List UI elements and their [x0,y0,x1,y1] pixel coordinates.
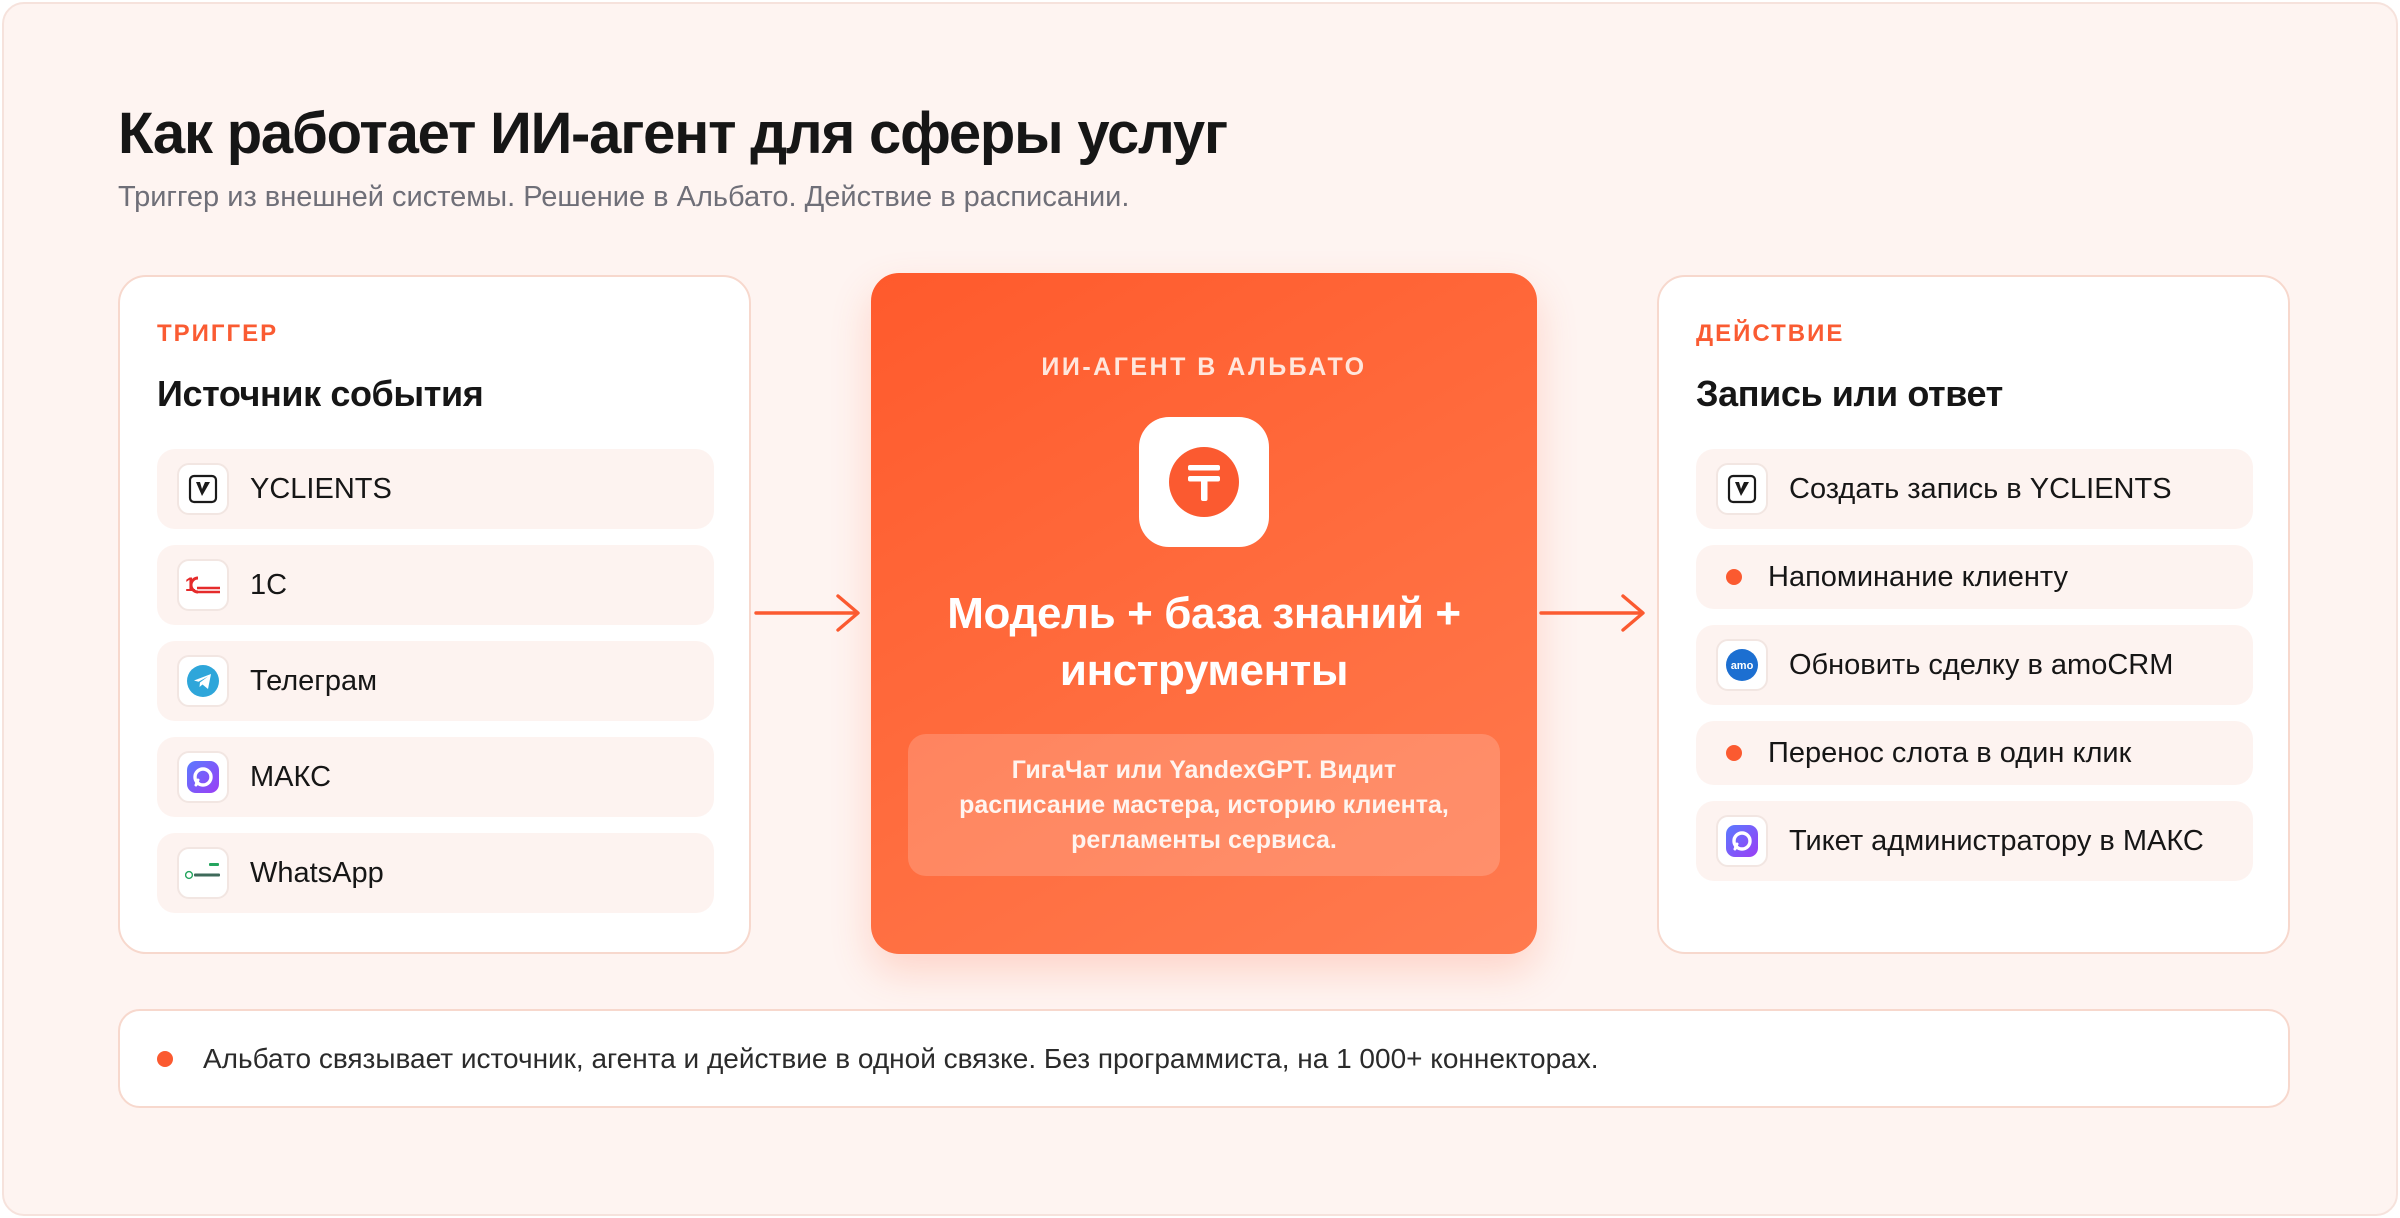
page-title: Как работает ИИ-агент для сферы услуг [118,101,1228,166]
yclients-icon [177,463,229,515]
arrow-right-icon [754,594,860,632]
action-card: ДЕЙСТВИЕ Запись или ответ Создать запись… [1657,275,2290,954]
action-kicker: ДЕЙСТВИЕ [1696,320,1845,347]
dot-bullet-icon [157,1050,173,1067]
agent-description-line: расписание мастера, историю клиента, [959,790,1449,819]
arrow-right-icon [1539,594,1645,632]
trigger-item-label: WhatsApp [250,856,384,889]
agent-description: ГигаЧат или YandexGPT. Видит расписание … [908,734,1500,876]
action-item-reschedule: Перенос слота в один клик [1696,721,2253,785]
action-heading: Запись или ответ [1696,373,2003,414]
amocrm-icon: amo [1716,639,1768,691]
action-item-label: Создать запись в YCLIENTS [1789,472,2172,505]
trigger-item-label: Телеграм [250,664,378,697]
action-item-label: Обновить сделку в amoCRM [1789,648,2174,681]
svg-text:amo: amo [1731,660,1754,672]
whatsapp-icon [177,847,229,899]
trigger-item-telegram: Телеграм [157,641,714,721]
action-item-create-booking: Создать запись в YCLIENTS [1696,449,2253,529]
action-item-reminder: Напоминание клиенту [1696,545,2253,609]
dot-bullet-icon [1726,569,1742,585]
trigger-heading: Источник события [157,373,484,414]
agent-card: ИИ-АГЕНТ В АЛЬБАТО Модель + база знаний … [871,273,1537,954]
agent-title-line: инструменты [1059,646,1349,695]
max-icon [177,751,229,803]
trigger-item-max: МАКС [157,737,714,817]
1c-icon: 1 [177,559,229,611]
footer-text: Альбато связывает источник, агента и дей… [203,1042,1599,1074]
trigger-item-label: 1С [250,568,288,601]
telegram-icon [177,655,229,707]
action-item-ticket: Тикет администратору в МАКС [1696,801,2253,881]
action-item-label: Перенос слота в один клик [1768,736,2132,769]
dot-bullet-icon [1726,745,1742,761]
agent-description-line: регламенты сервиса. [1071,825,1337,854]
trigger-item-yclients: YCLIENTS [157,449,714,529]
max-icon [1716,815,1768,867]
trigger-list: YCLIENTS 1 1С [157,449,714,929]
trigger-item-label: МАКС [250,760,332,793]
action-item-label: Напоминание клиенту [1768,560,2068,593]
trigger-item-1c: 1 1С [157,545,714,625]
yclients-icon [1716,463,1768,515]
action-item-amocrm: amo Обновить сделку в amoCRM [1696,625,2253,705]
trigger-item-whatsapp: WhatsApp [157,833,714,913]
agent-description-line: ГигаЧат или YandexGPT. Видит [1011,755,1397,784]
trigger-kicker: ТРИГГЕР [157,320,279,347]
footer-note: Альбато связывает источник, агента и дей… [118,1009,2290,1108]
action-list: Создать запись в YCLIENTS Напоминание кл… [1696,449,2253,897]
albato-logo-icon [1139,417,1269,547]
action-item-label: Тикет администратору в МАКС [1789,824,2204,857]
trigger-card: ТРИГГЕР Источник события YCLIENTS 1 [118,275,751,954]
trigger-item-label: YCLIENTS [250,472,392,505]
agent-kicker: ИИ-АГЕНТ В АЛЬБАТО [1041,353,1367,381]
agent-title: Модель + база знаний + инструменты [891,585,1517,699]
page-subtitle: Триггер из внешней системы. Решение в Ал… [118,181,1130,213]
agent-title-line: Модель + база знаний + [947,589,1461,638]
